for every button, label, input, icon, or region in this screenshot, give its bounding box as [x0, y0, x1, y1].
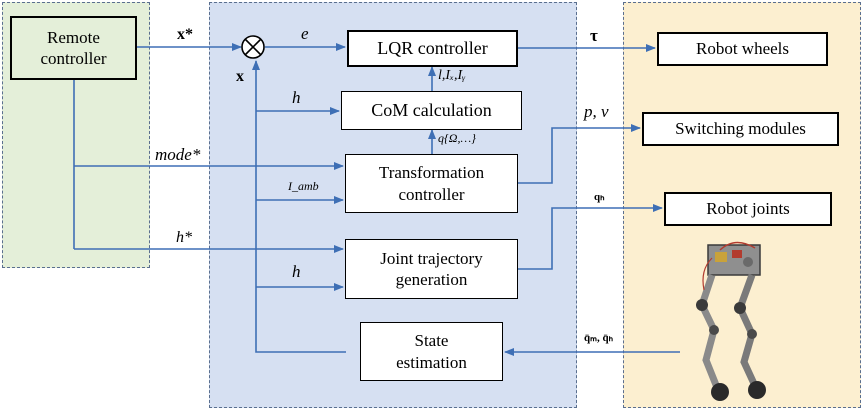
switching-modules-block: Switching modules [642, 112, 839, 146]
signal-i-amb: I_amb [288, 179, 319, 193]
com-calculation-block: CoM calculation [341, 91, 522, 130]
transformation-controller-block: Transformation controller [345, 154, 518, 213]
wire-p-v [518, 124, 641, 184]
wire-feedback-x [252, 60, 346, 353]
lqr-controller-block: LQR controller [347, 30, 518, 67]
signal-h-jt: h [292, 262, 301, 281]
signal-tau: τ [590, 26, 598, 45]
robot-wheels-block: Robot wheels [657, 32, 828, 66]
state-estimation-block: State estimation [360, 322, 503, 381]
signal-e: e [301, 24, 309, 43]
signal-q-com: q{Ω,…} [438, 131, 476, 145]
summing-junction [241, 35, 265, 59]
signal-q-h: qₕ [594, 191, 605, 203]
joint-trajectory-block: Joint trajectory generation [345, 239, 518, 299]
signal-q-meas: q̄ₘ, q̄ₕ [584, 332, 614, 344]
signal-x-star: x* [177, 26, 193, 43]
signal-l-ix-iy: l,Iₓ,Iᵧ [438, 68, 466, 83]
signal-h-star: h* [176, 229, 192, 246]
signal-h-com: h [292, 88, 301, 107]
remote-controller-block: Remote controller [10, 16, 137, 80]
signal-x: x [236, 68, 244, 85]
robot-joints-block: Robot joints [664, 192, 832, 226]
signal-p-v: p, v [584, 102, 609, 121]
signal-mode-star: mode* [155, 145, 201, 164]
robot-illustration [696, 241, 766, 401]
wire-q-h [518, 204, 663, 270]
